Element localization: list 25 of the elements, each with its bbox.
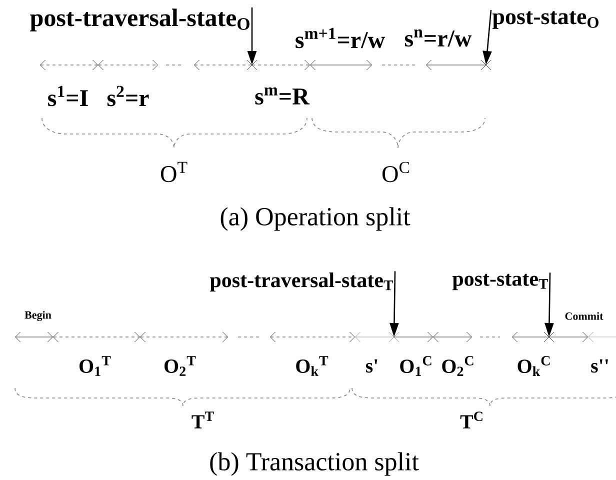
state-label: s'' bbox=[591, 359, 608, 373]
state-label: O$_{k}$C bbox=[518, 356, 550, 376]
junction-mark bbox=[246, 60, 258, 70]
callout-text: post-state$_{T}$ bbox=[452, 274, 548, 290]
state-label: O$_{2}$C bbox=[442, 356, 474, 376]
state-label: s$^{1}$=I bbox=[48, 86, 88, 106]
figure-caption: (a) Operation split bbox=[220, 207, 410, 231]
callout-text: post-traversal-state$_{O}$ bbox=[30, 8, 250, 32]
state-label: T$^{T}$ bbox=[192, 412, 214, 428]
callout-text: post-traversal-state$_{T}$ bbox=[210, 272, 394, 292]
junction-mark bbox=[480, 60, 492, 70]
state-label: O$_{1}$C bbox=[400, 356, 432, 376]
state-label: s' bbox=[366, 359, 378, 373]
state-label: s$^{m}$=R bbox=[255, 87, 310, 105]
junction-mark bbox=[544, 332, 554, 342]
junction-mark bbox=[388, 332, 400, 342]
state-label: O$_{2}$T bbox=[164, 356, 196, 376]
figure-caption: (b) Transaction split bbox=[210, 452, 419, 476]
callout-text: post-state$_{O}$ bbox=[492, 11, 598, 29]
state-label: O$^{T}$ bbox=[160, 162, 188, 182]
state-label: T$^{C}$ bbox=[460, 412, 482, 428]
state-label: Begin bbox=[24, 310, 52, 322]
state-label: s$^{2}$=r bbox=[107, 86, 149, 106]
state-label: O$^{C}$ bbox=[382, 162, 410, 182]
state-label: O$_{1}$T bbox=[80, 356, 111, 376]
